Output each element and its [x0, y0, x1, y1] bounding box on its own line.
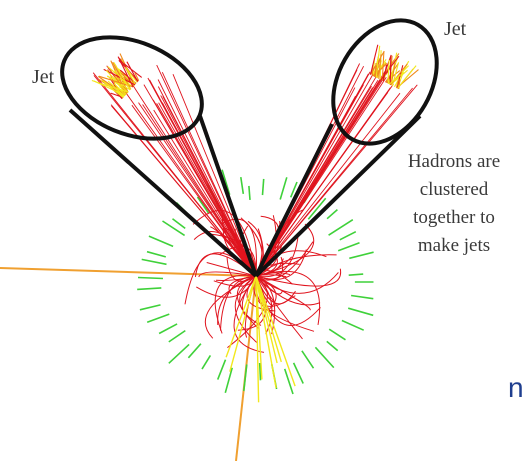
energy-deposit [241, 177, 244, 194]
right-jet-ellipse [312, 2, 458, 162]
energy-deposit [349, 274, 364, 275]
cone-track [256, 80, 378, 276]
caption-line: together to [388, 204, 520, 232]
caption-line: clustered [388, 176, 520, 204]
energy-deposit [173, 219, 186, 229]
energy-deposit [329, 329, 345, 340]
energy-deposit [348, 308, 373, 315]
energy-deposit [188, 344, 201, 358]
energy-deposit [327, 341, 338, 350]
energy-deposit [294, 363, 304, 384]
caption-line: Hadrons are [388, 148, 520, 176]
energy-deposit [138, 278, 163, 279]
collision-core-tracks [185, 210, 341, 402]
cone-track [107, 66, 256, 276]
right-jet-label: Jet [444, 18, 466, 41]
caption-line: make jets [388, 232, 520, 260]
energy-deposit [202, 355, 210, 369]
energy-deposit [327, 210, 337, 219]
jet-particle [390, 56, 391, 84]
energy-deposit [137, 288, 161, 290]
jet-sprays [92, 45, 419, 99]
energy-deposit [218, 360, 226, 380]
energy-deposit [338, 243, 359, 251]
energy-deposit [315, 347, 333, 367]
left-jet-label: Jet [32, 66, 54, 89]
left-jet-ellipse [47, 18, 217, 158]
energy-deposit [159, 324, 177, 334]
energy-deposit [169, 344, 189, 363]
energy-deposit [140, 305, 161, 310]
energy-deposit [147, 252, 166, 257]
energy-deposit [260, 363, 261, 380]
energy-deposit [340, 232, 356, 240]
energy-deposit [329, 220, 353, 236]
cone-track [256, 93, 400, 276]
energy-deposit [249, 186, 250, 200]
energy-deposit [351, 296, 373, 299]
cone-track [256, 67, 378, 277]
energy-deposit [147, 314, 169, 322]
cropped-text-fragment: n [508, 372, 524, 404]
energy-deposit [225, 368, 232, 393]
cone-track [162, 72, 256, 276]
cone-track [94, 75, 256, 276]
energy-deposit [302, 351, 314, 368]
beam-lines [0, 268, 256, 461]
energy-deposit [285, 369, 293, 394]
cone-track [256, 88, 390, 276]
energy-deposit [149, 236, 173, 246]
energy-deposit [263, 179, 264, 195]
energy-deposit [169, 331, 186, 342]
energy-deposit [342, 321, 364, 331]
energy-deposit [163, 221, 185, 235]
hadron-caption: Hadrons are clustered together to make j… [388, 148, 520, 260]
energy-deposit [280, 177, 287, 199]
energy-deposit [349, 252, 373, 258]
energy-deposit [142, 259, 167, 264]
